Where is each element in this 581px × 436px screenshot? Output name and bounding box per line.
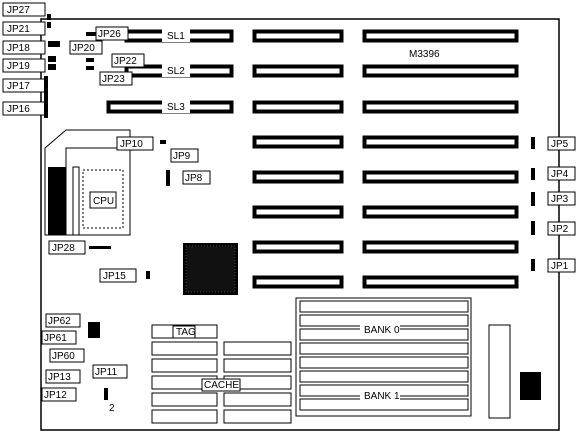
jumper-label-jp20: JP20 bbox=[72, 43, 95, 54]
jumper-label-jp4: JP4 bbox=[551, 169, 569, 180]
jumper-label-jp9: JP9 bbox=[173, 151, 191, 162]
cpu-socket-vendor: AMP bbox=[53, 213, 64, 235]
jumper-label-jp2: JP2 bbox=[551, 224, 569, 235]
jumper-label-jp5: JP5 bbox=[551, 139, 569, 150]
jumper-label-jp18: JP18 bbox=[7, 43, 30, 54]
jumper-label-jp21: JP21 bbox=[7, 24, 30, 35]
cpu-socket: CPU AMP bbox=[44, 129, 131, 236]
memory-bank-0-label: BANK 0 bbox=[364, 325, 400, 336]
keyboard-connector bbox=[520, 372, 541, 400]
jumper-label-jp62: JP62 bbox=[48, 316, 71, 327]
jumper-label-jp10: JP10 bbox=[120, 139, 143, 150]
jumpers-left: JP27 JP26 JP21 JP18 JP20 JP22 JP23 JP19 … bbox=[2, 2, 211, 414]
memory-bank-1-label: BANK 1 bbox=[364, 391, 400, 402]
connector-block bbox=[488, 324, 511, 419]
jumper-label-jp11: JP11 bbox=[95, 367, 117, 378]
slot-label-1: SL1 bbox=[167, 31, 185, 42]
jumper-label-jp23: JP23 bbox=[102, 74, 125, 85]
jumper-label-jp28: JP28 bbox=[52, 243, 75, 254]
chipset-chip bbox=[183, 243, 238, 295]
jumper-label-jp16: JP16 bbox=[7, 104, 30, 115]
cache-label: CACHE bbox=[204, 380, 239, 391]
tag-label: TAG bbox=[176, 327, 196, 338]
jumper-label-jp22: JP22 bbox=[114, 56, 137, 67]
jumper-label-jp12: JP12 bbox=[44, 390, 67, 401]
slot-label-2: SL2 bbox=[167, 66, 185, 77]
jumper-label-jp61: JP61 bbox=[44, 333, 67, 344]
slot-label-3: SL3 bbox=[167, 102, 185, 113]
jumper-label-jp17: JP17 bbox=[7, 81, 30, 92]
jumper-label-jp26: JP26 bbox=[98, 29, 121, 40]
jumper-label-jp60: JP60 bbox=[52, 351, 75, 362]
jumper-label-jp27: JP27 bbox=[7, 5, 30, 16]
jumper-pins bbox=[44, 14, 535, 400]
slot-labels: SL1 SL2 SL3 bbox=[162, 29, 190, 113]
cpu-label: CPU bbox=[93, 196, 114, 207]
jumper-label-jp13: JP13 bbox=[48, 372, 71, 383]
jumper-label-jp19: JP19 bbox=[7, 61, 30, 72]
pin-marker: 2 bbox=[109, 403, 115, 414]
jumpers-right: JP5 JP4 JP3 JP2 JP1 bbox=[547, 136, 576, 273]
jumper-label-jp8: JP8 bbox=[185, 173, 203, 184]
jumper-label-jp1: JP1 bbox=[551, 261, 569, 272]
board-model: M3396 bbox=[409, 49, 440, 60]
jumper-label-jp15: JP15 bbox=[103, 271, 126, 282]
jumper-label-jp3: JP3 bbox=[551, 194, 569, 205]
